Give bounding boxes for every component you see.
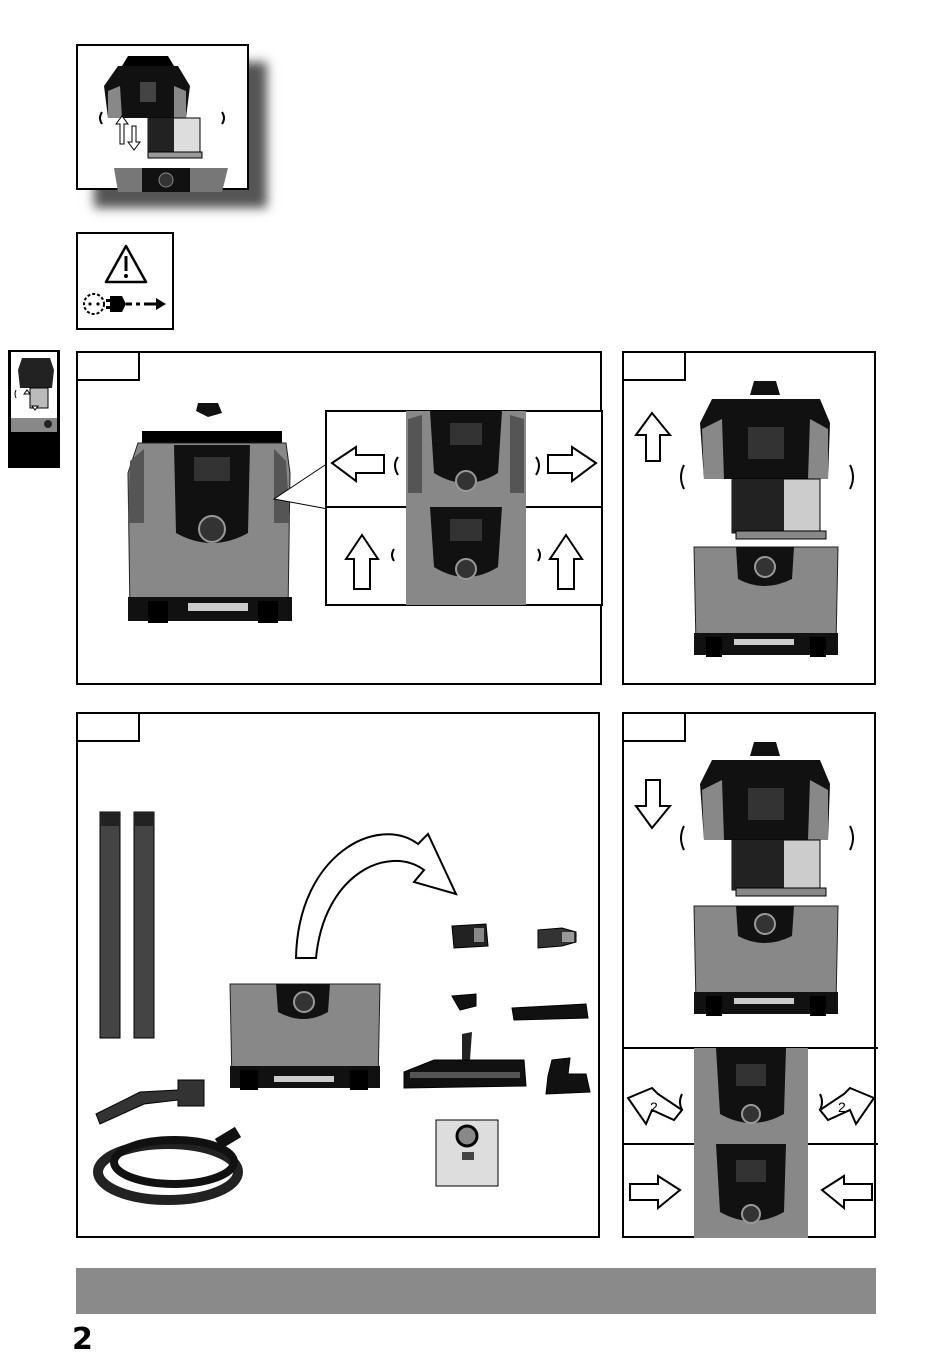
vacuum-head-lift-illustration <box>624 353 878 687</box>
footer-bar <box>76 1268 876 1314</box>
vacuum-accessories-illustration <box>78 714 602 1240</box>
warning-triangle-icon <box>106 246 146 282</box>
vacuum-latches-illustration <box>78 353 604 687</box>
warning-box <box>76 232 174 330</box>
step-two-label-left: 2 <box>650 1099 658 1115</box>
vacuum-head-lower-illustration: 2 2 <box>624 714 878 1240</box>
side-index-marker <box>8 350 60 468</box>
figure-head-lower-latch: 2 2 <box>622 712 876 1238</box>
page-number: 2 <box>72 1322 92 1357</box>
thumbnail-figure <box>76 44 249 190</box>
step-two-label-right: 2 <box>838 1099 846 1115</box>
vacuum-head-removal-illustration <box>78 46 251 192</box>
figure-latches-open <box>76 351 602 685</box>
unplug-power-icon <box>84 294 166 314</box>
figure-head-lift <box>622 351 876 685</box>
figure-accessories <box>76 712 600 1238</box>
